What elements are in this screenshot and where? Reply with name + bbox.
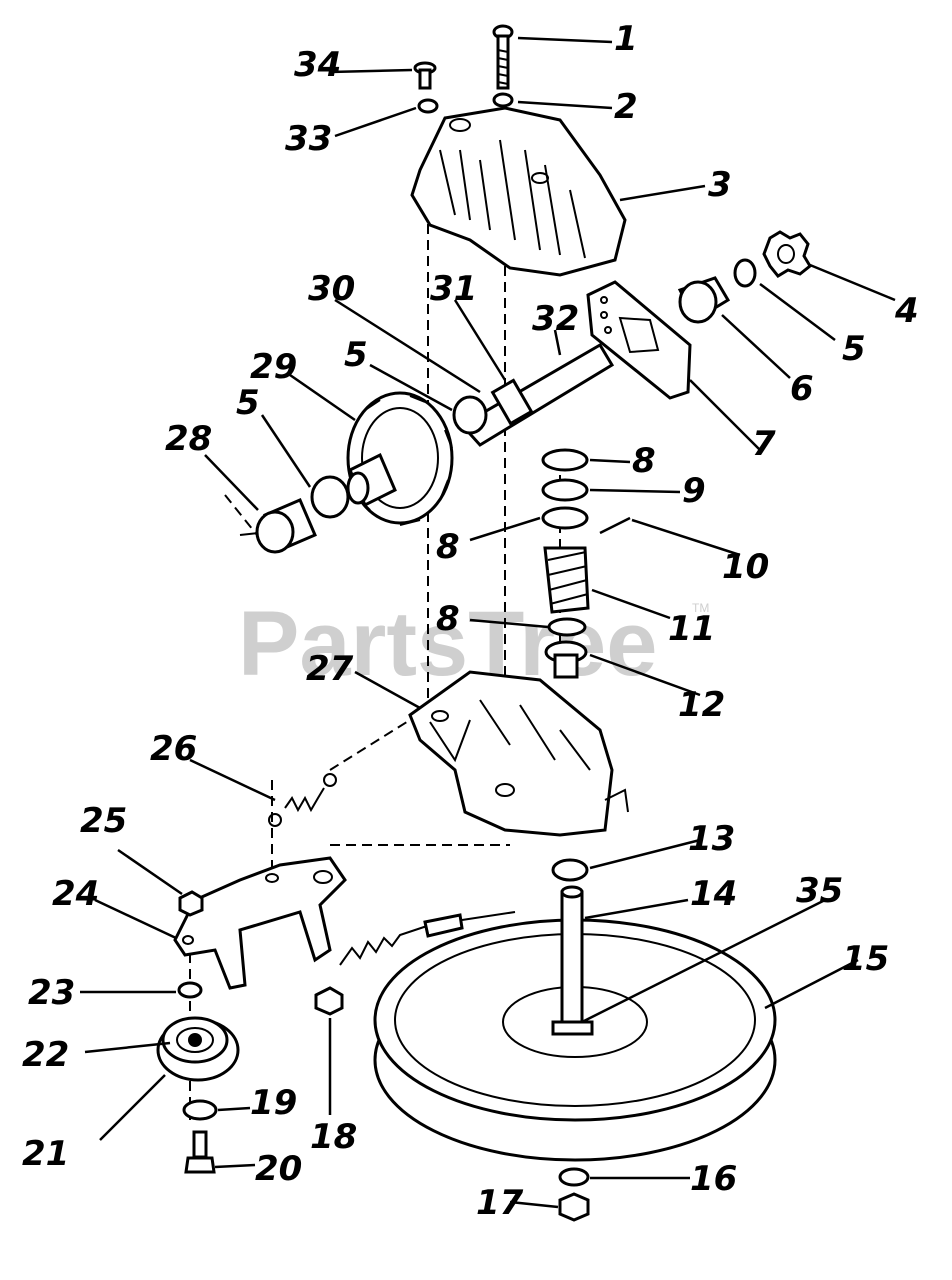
callout-13: 13 (688, 819, 735, 859)
callout-15: 15 (842, 939, 889, 979)
shaft-14 (551, 885, 594, 1036)
washer-8-low (547, 617, 587, 637)
bolt-1 (492, 24, 514, 90)
callout-26: 26 (150, 729, 197, 769)
callout-14: 14 (690, 874, 737, 914)
pin-10 (599, 516, 631, 535)
callout-8-top: 8 (632, 441, 656, 481)
callout-30: 30 (308, 269, 355, 309)
leader-lines (80, 36, 896, 1209)
nut-25 (178, 890, 204, 917)
callout-4: 4 (894, 291, 919, 331)
callout-25: 25 (80, 801, 127, 841)
callout-labels: 1 2 3 4 5 5 5 6 7 8 8 8 9 10 11 12 13 14… (22, 19, 919, 1223)
callout-7: 7 (752, 424, 776, 464)
callout-22: 22 (22, 1035, 69, 1075)
callout-34: 34 (294, 45, 341, 85)
washer-8-top (541, 448, 589, 472)
callout-17: 17 (476, 1183, 524, 1223)
callout-12: 12 (678, 685, 725, 725)
callout-32: 32 (532, 299, 579, 339)
washer-33 (417, 98, 439, 114)
callout-10: 10 (722, 547, 769, 587)
callout-29: 29 (250, 347, 297, 387)
callout-1: 1 (614, 19, 638, 59)
lower-housing-27 (408, 670, 629, 837)
bearing-22 (188, 1033, 202, 1047)
screw-34 (413, 61, 437, 90)
callout-2: 2 (614, 87, 638, 127)
upper-housing-3 (410, 106, 627, 277)
watermark-trademark: TM (692, 601, 709, 615)
callout-9: 9 (682, 471, 706, 511)
nut-18 (314, 986, 344, 1016)
callout-8-mid: 8 (436, 527, 460, 567)
callout-28: 28 (165, 419, 212, 459)
sprocket-4 (762, 230, 812, 278)
callout-8-low: 8 (436, 599, 460, 639)
callout-27: 27 (306, 649, 354, 689)
callout-20: 20 (255, 1149, 302, 1189)
washer-2 (492, 92, 514, 108)
callout-35: 35 (796, 871, 843, 911)
washer-19 (182, 1099, 218, 1121)
watermark-text: PartsTree (238, 593, 657, 695)
bearing-6 (677, 276, 731, 324)
bearing-13 (551, 858, 589, 882)
callout-3: 3 (708, 165, 732, 205)
callout-23: 23 (28, 973, 75, 1013)
bearing-28 (239, 498, 317, 554)
idler-pulley-21 (156, 1016, 240, 1082)
bearing-9 (541, 478, 589, 502)
washer-23 (177, 981, 203, 999)
plate-7 (586, 280, 692, 400)
callout-33: 33 (285, 119, 332, 159)
spring-26 (268, 773, 337, 827)
nut-35 (551, 1020, 594, 1036)
shaft-32 (459, 342, 615, 447)
shoulder-bolt-20 (184, 1130, 216, 1174)
callout-24: 24 (52, 874, 99, 914)
callout-6: 6 (790, 369, 814, 409)
callout-19: 19 (250, 1083, 297, 1123)
bushing-12 (544, 640, 588, 679)
washer-5-left (310, 475, 350, 519)
nut-17 (558, 1192, 590, 1222)
callout-5-left: 5 (236, 383, 260, 423)
washer-5-right (733, 258, 757, 288)
callout-18: 18 (310, 1117, 357, 1157)
washer-16 (558, 1167, 590, 1187)
callout-11: 11 (668, 609, 715, 649)
spring-cable (339, 911, 516, 966)
washer-8-mid (541, 506, 589, 530)
worm-gear-11 (543, 546, 590, 614)
callout-31: 31 (430, 269, 477, 309)
callout-21: 21 (22, 1134, 69, 1174)
washer-5-mid (452, 395, 488, 435)
callout-16: 16 (690, 1159, 737, 1199)
idler-bracket-24 (173, 856, 347, 990)
callout-5-right: 5 (842, 329, 866, 369)
hub-29 (346, 452, 397, 508)
callout-5-mid: 5 (344, 335, 368, 375)
